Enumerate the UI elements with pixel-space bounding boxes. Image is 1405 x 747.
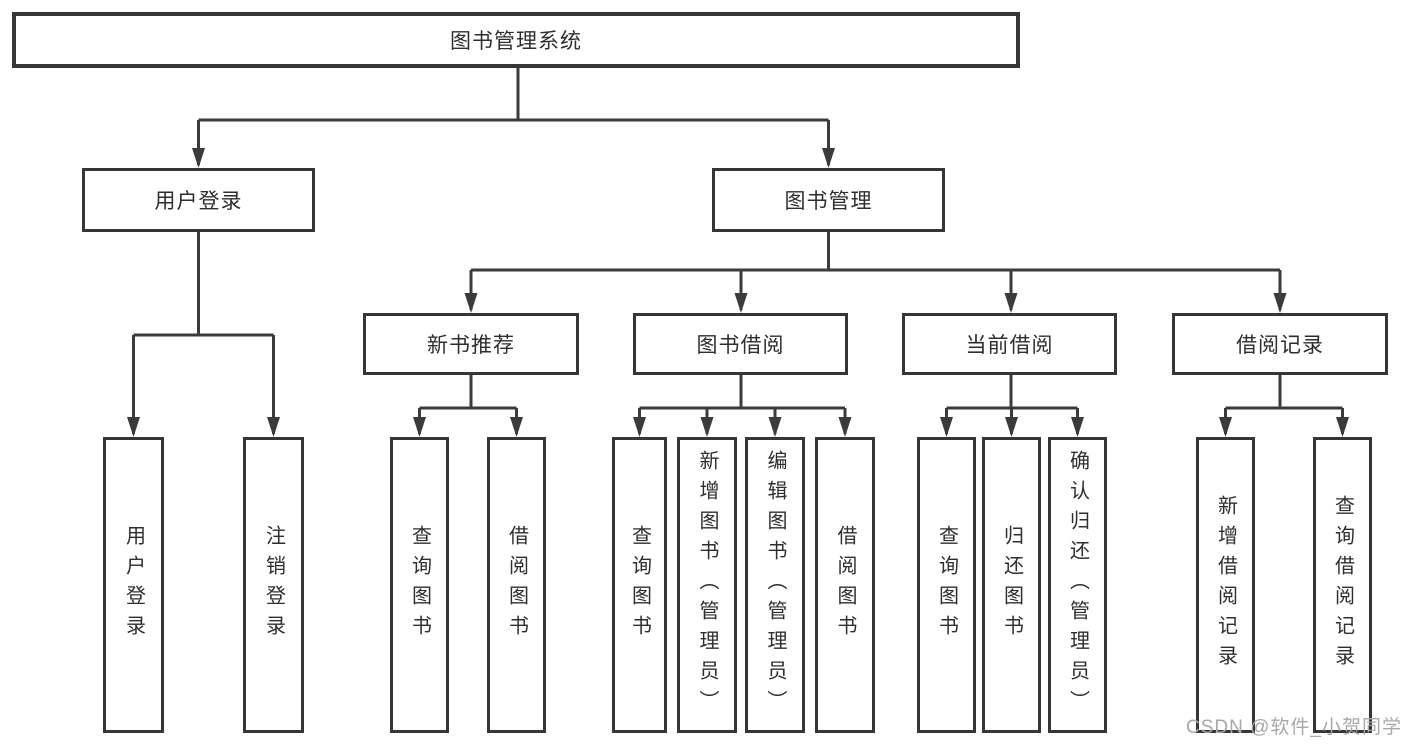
leaf-query-books-3-label: 查询图书 — [935, 525, 958, 645]
leaf-query-books-1-label: 查询图书 — [408, 525, 431, 645]
leaf-add-borrow-record: 新增借阅记录 — [1196, 437, 1255, 733]
node-book-borrow-label: 图书借阅 — [696, 334, 785, 357]
watermark: CSDN @软件_小贺同学 — [1186, 717, 1402, 738]
leaf-edit-books-admin: 编辑图书（管理员） — [745, 437, 805, 733]
leaf-edit-books-admin-label: 编辑图书（管理员） — [764, 450, 786, 720]
leaf-confirm-return-admin: 确认归还（管理员） — [1048, 437, 1107, 733]
node-root-library-system: 图书管理系统 — [12, 12, 1020, 68]
leaf-borrow-books-2-label: 借阅图书 — [834, 525, 856, 645]
leaf-user-login-label: 用户登录 — [122, 525, 145, 645]
node-user-login-label: 用户登录 — [154, 190, 243, 213]
node-book-management-label: 图书管理 — [784, 190, 873, 213]
leaf-borrow-books-1-label: 借阅图书 — [505, 525, 528, 645]
leaf-query-books-2: 查询图书 — [612, 437, 667, 733]
leaf-add-books-admin: 新增图书（管理员） — [677, 437, 737, 733]
leaf-query-borrow-record: 查询借阅记录 — [1313, 437, 1372, 733]
node-new-book-recommend-label: 新书推荐 — [427, 334, 515, 357]
leaf-logout-label: 注销登录 — [262, 525, 285, 645]
leaf-confirm-return-admin-label: 确认归还（管理员） — [1066, 450, 1089, 720]
leaf-user-login: 用户登录 — [103, 437, 164, 733]
leaf-query-books-1: 查询图书 — [390, 437, 449, 733]
leaf-borrow-books-1: 借阅图书 — [487, 437, 546, 733]
leaf-return-books: 归还图书 — [982, 437, 1041, 733]
node-borrow-records-label: 借阅记录 — [1236, 334, 1324, 357]
leaf-query-borrow-record-label: 查询借阅记录 — [1331, 495, 1354, 675]
node-new-book-recommend: 新书推荐 — [363, 313, 579, 375]
leaf-borrow-books-2: 借阅图书 — [815, 437, 875, 733]
leaf-logout: 注销登录 — [243, 437, 304, 733]
node-book-management: 图书管理 — [712, 168, 945, 232]
node-borrow-records: 借阅记录 — [1172, 313, 1388, 375]
leaf-add-books-admin-label: 新增图书（管理员） — [696, 450, 718, 720]
leaf-return-books-label: 归还图书 — [1000, 525, 1023, 645]
leaf-query-books-2-label: 查询图书 — [628, 525, 651, 645]
node-current-borrow: 当前借阅 — [902, 313, 1117, 375]
arrowhead-group — [127, 148, 1349, 437]
node-current-borrow-label: 当前借阅 — [965, 334, 1054, 357]
node-book-borrow: 图书借阅 — [633, 313, 848, 375]
node-user-login: 用户登录 — [82, 168, 315, 232]
node-root-label: 图书管理系统 — [450, 30, 582, 53]
leaf-add-borrow-record-label: 新增借阅记录 — [1214, 495, 1237, 675]
leaf-query-books-3: 查询图书 — [917, 437, 976, 733]
